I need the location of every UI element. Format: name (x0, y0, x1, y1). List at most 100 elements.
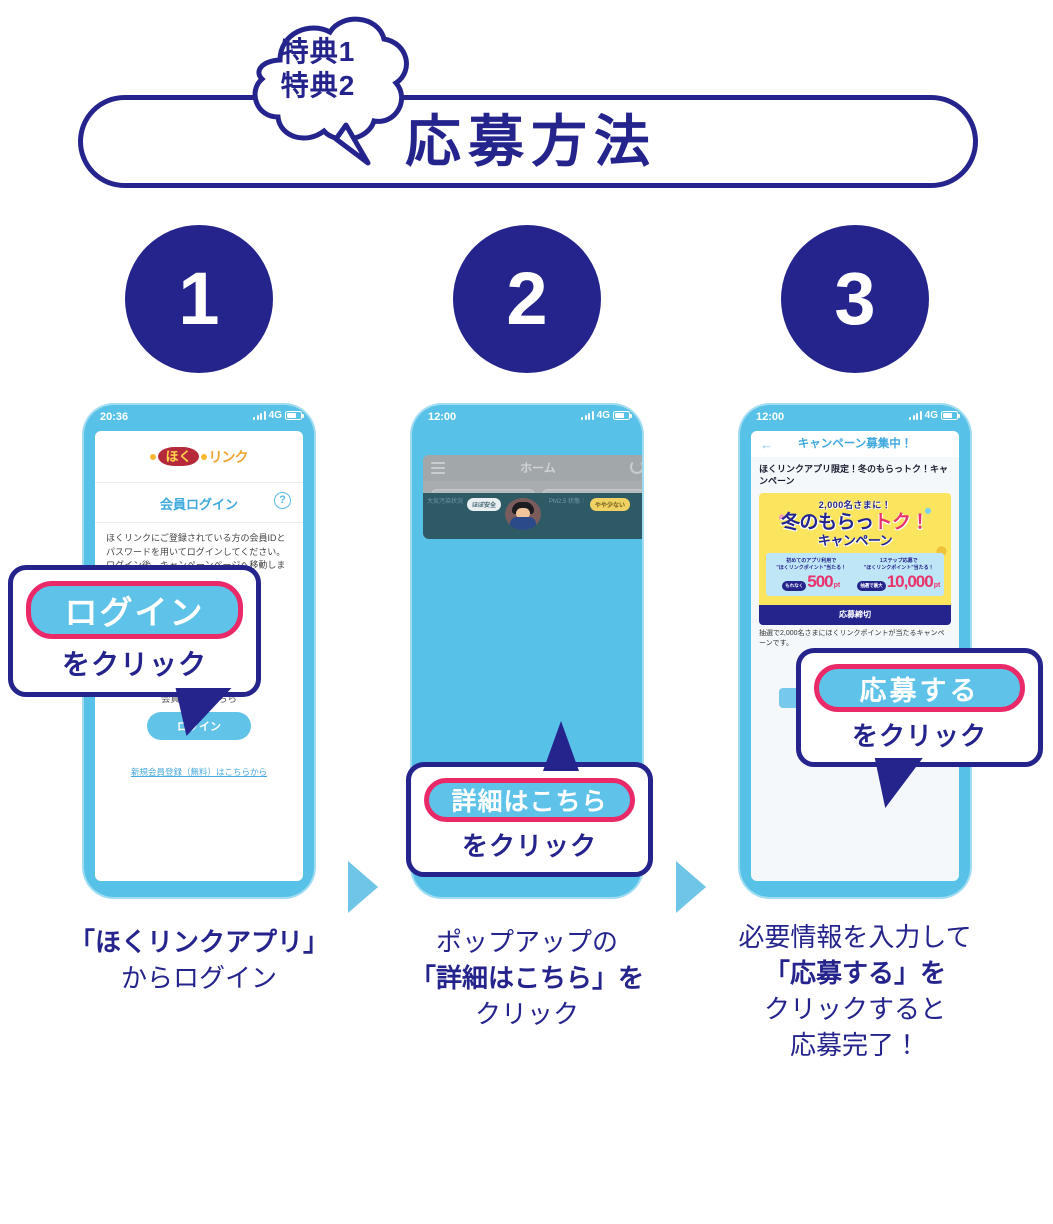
offer-unit: pt (833, 582, 841, 590)
campaign-banner: 2,000名さまに！ 冬のもらっトク！ キャンペーン 初めてのアプリ利用で "ほ (759, 493, 951, 626)
callout-3-label: をクリック (851, 721, 987, 751)
step-3-badge: 3 (781, 225, 929, 373)
hokuriku-link-logo: ほく リンク (150, 447, 249, 467)
step-3: 3 12:00 4G ← キャンペーン募集 (690, 225, 1020, 925)
banner-main-part-a: 冬のもらっ (780, 511, 874, 533)
offer-unit: pt (933, 582, 941, 590)
home-footer-widget: 大気汚染状況 ほぼ安全 PM2.5 状態： やや少ない (423, 493, 642, 539)
offer-line-2: "ほくリンクポイント"当たる！ (863, 565, 934, 572)
mascot-character-icon (505, 498, 542, 530)
banner-main-part-b: トク！ (873, 511, 930, 533)
offer-amount-row: もれなく 500 pt (769, 572, 854, 592)
login-button[interactable]: ログイン (147, 712, 251, 740)
back-arrow-icon[interactable]: ← (760, 437, 773, 452)
caption-3-line-3: クリックすると (763, 993, 946, 1024)
callout-3-tail (871, 758, 923, 808)
logo-word-text: リンク (208, 448, 249, 465)
campaign-banner-wrap: 2,000名さまに！ 冬のもらっトク！ キャンペーン 初めてのアプリ利用で "ほ (751, 493, 959, 626)
logo-dot-icon (150, 453, 157, 460)
offer-line-1: 初めてのアプリ利用で (786, 558, 837, 565)
step-arrow-2-to-3 (676, 861, 706, 913)
status-indicators-2: 4G (581, 410, 632, 421)
footer-left-label: 大気汚染状況 (427, 499, 464, 505)
speech-cloud-icon (218, 5, 418, 175)
status-time-3: 12:00 (756, 411, 785, 423)
callout-step-3: 応募する をクリック (796, 648, 1043, 808)
benefit-label-1: 特典1 (280, 36, 356, 67)
caption-1-line-1: 「ほくリンクアプリ」 (68, 927, 329, 957)
campaign-heading: ほくリンクアプリ限定！冬のもらっトク！キャンペーン (759, 464, 949, 487)
member-label: 会員の方はこちら (160, 694, 237, 705)
caption-step-2: ポップアップの 「詳細はこちら」を クリック (362, 925, 692, 1033)
banner-subtitle: キャンペーン (817, 533, 893, 549)
offer-amount-row: 抽選で最大 10,000 pt (857, 572, 942, 592)
caption-3-line-4: 応募完了！ (789, 1029, 920, 1060)
logo-badge-text: ほく (158, 447, 199, 466)
caption-1-line-2: からログイン (120, 962, 277, 993)
footer-right-pill: やや少ない (590, 498, 631, 511)
step-2-number: 2 (506, 257, 548, 340)
caption-2-line-1: ポップアップの (435, 927, 618, 957)
network-label-2: 4G (596, 410, 610, 421)
hamburger-menu-icon[interactable] (431, 462, 445, 477)
login-section-title-row: 会員ログイン ? (95, 483, 303, 523)
benefit-label-2: 特典2 (280, 70, 356, 102)
status-indicators-1: 4G (253, 410, 304, 421)
signal-icon (581, 411, 594, 420)
callout-3-pill: 応募する (814, 664, 1025, 712)
home-nav-title: ホーム (520, 461, 556, 475)
status-bar-2: 12:00 4G (412, 405, 642, 429)
callout-2-label: をクリック (461, 831, 597, 861)
banner-kicker: 2,000名さまに！ (818, 499, 892, 510)
header: 応募方法 特典1 特典2 (0, 0, 1053, 200)
offer-amount: 500 (807, 572, 833, 592)
offer-amount: 10,000 (886, 572, 934, 592)
offer-line-2: "ほくリンクポイント"当たる！ (776, 565, 847, 572)
battery-icon (613, 411, 632, 420)
status-time-2: 12:00 (428, 411, 457, 423)
caption-3-line-1: 必要情報を入力して (738, 922, 972, 952)
offer-tag: もれなく (782, 581, 807, 592)
callout-1-pill: ログイン (26, 581, 243, 639)
banner-offer: 1ステップ応募で "ほくリンクポイント"当たる！ 抽選で最大 10,000 pt (857, 557, 942, 592)
step-2-badge: 2 (453, 225, 601, 373)
step-1-number: 1 (178, 257, 220, 340)
callout-step-1: ログイン をクリック (8, 565, 261, 736)
signal-icon (253, 411, 266, 420)
caption-step-3: 必要情報を入力して 「応募する」を クリックすると 応募完了！ (690, 920, 1020, 1064)
refresh-icon[interactable] (630, 460, 642, 474)
caption-3-line-2: 「応募する」を (763, 957, 946, 988)
help-icon[interactable]: ? (274, 492, 291, 509)
callout-step-2: 詳細はこちら をクリック (406, 721, 653, 877)
battery-icon (941, 411, 960, 420)
offer-line-1: 1ステップ応募で (879, 558, 918, 565)
caption-2-line-2: 「詳細はこちら」を (409, 962, 644, 993)
page-title: 応募方法 (405, 110, 657, 173)
register-link[interactable]: 新規会員登録（無料）はこちらから (130, 767, 267, 777)
banner-main-title: 冬のもらっトク！ (763, 513, 947, 532)
campaign-nav-title: キャンペーン募集中！ (797, 438, 913, 450)
callout-1-tail (170, 688, 232, 736)
login-section-title: 会員ログイン (159, 497, 238, 512)
footer-left-pill: ほぼ安全 (467, 498, 502, 511)
step-1-badge: 1 (125, 225, 273, 373)
callout-1-label: をクリック (61, 649, 207, 680)
logo-dot-icon-2 (200, 453, 207, 460)
status-bar-1: 20:36 4G (84, 405, 314, 429)
step-arrow-1-to-2 (348, 861, 378, 913)
network-label-1: 4G (268, 410, 282, 421)
callout-2-tail (543, 721, 579, 771)
banner-offer-panel: 初めてのアプリ利用で "ほくリンクポイント"当たる！ もれなく 500 pt (766, 553, 944, 597)
benefit-labels: 特典1 特典2 (238, 35, 398, 103)
phone-2-screen: ホーム 請求料金 16,000 円 ほくリンクポイント 3,700 pt (423, 455, 642, 539)
callout-2-pill: 詳細はこちら (424, 778, 635, 822)
title-banner (78, 95, 978, 188)
banner-offer: 初めてのアプリ利用で "ほくリンクポイント"当たる！ もれなく 500 pt (769, 557, 854, 592)
caption-step-1: 「ほくリンクアプリ」 からログイン (34, 925, 364, 997)
banner-deadline-label: 応募締切 (839, 610, 871, 620)
campaign-description: 抽選で2,000名さまにほくリンクポイントが当たるキャンペーンです。 (759, 630, 945, 648)
step-3-number: 3 (834, 257, 876, 340)
banner-deadline-bar: 応募締切 (759, 605, 951, 626)
status-bar-3: 12:00 4G (740, 405, 970, 429)
